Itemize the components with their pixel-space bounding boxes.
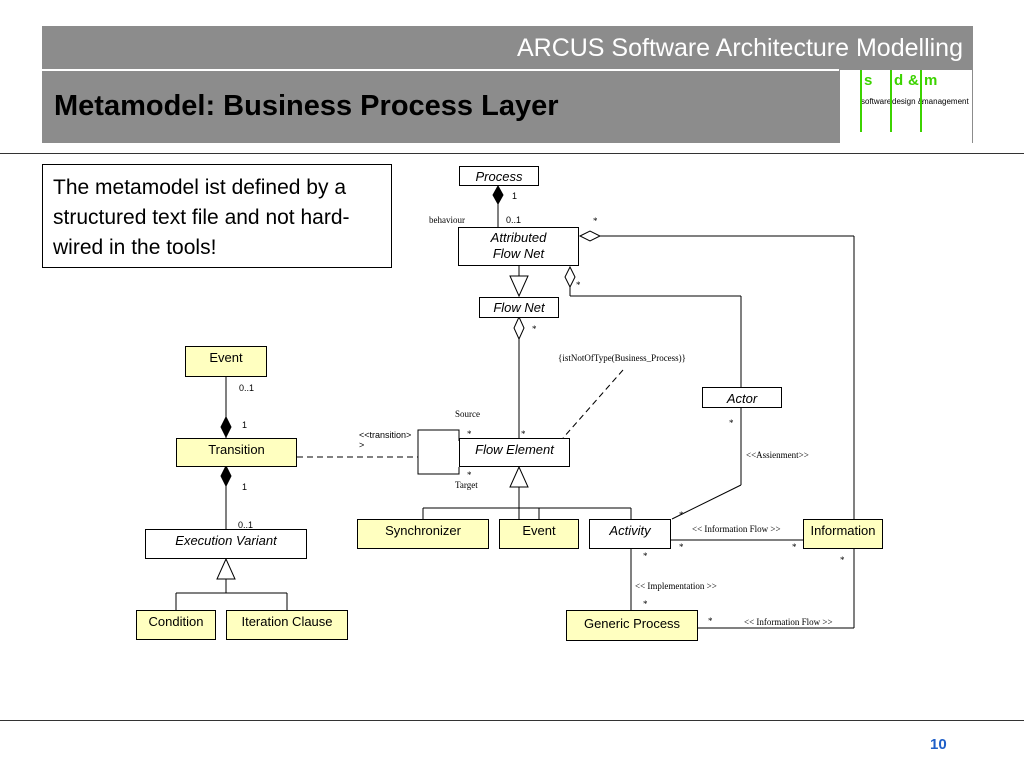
information-flow-label-1: << Information Flow >> [692, 524, 781, 534]
event-top-box: Event [185, 346, 267, 377]
logo-bar [920, 70, 922, 132]
generic-process-label: Generic Process [583, 616, 681, 631]
assignment-label: <<Assienment>> [746, 450, 809, 460]
constraint-line [562, 369, 624, 439]
execution-variant-label: Execution Variant [175, 533, 277, 548]
header-subtitle: ARCUS Software Architecture Modelling [516, 34, 963, 62]
execution-variant-box: Execution Variant [145, 529, 307, 559]
process-label: Process [475, 169, 523, 184]
connector [671, 484, 742, 520]
logo-letter-m: m [924, 72, 938, 89]
logo-sub-management: management [922, 97, 969, 106]
inheritance-triangle [509, 275, 529, 298]
inheritance-triangle [509, 465, 529, 488]
aggregation-diamond [513, 315, 525, 341]
synchronizer-box: Synchronizer [357, 519, 489, 549]
event-bottom-box: Event [499, 519, 579, 549]
constraint-label: {istNotOfType(Business_Process)} [558, 353, 686, 363]
logo-letter-amp: & [908, 72, 919, 89]
flow-net-label: Flow Net [493, 300, 545, 315]
transition-label: Transition [208, 442, 265, 457]
execution-variant-multiplicity: 0..1 [238, 520, 254, 530]
connector [417, 429, 460, 475]
actor-box: Actor [702, 387, 782, 408]
bottom-rule [0, 720, 1024, 721]
synchronizer-label: Synchronizer [385, 523, 461, 538]
information-flow-label-2: << Information Flow >> [744, 617, 833, 627]
actor-star: * [729, 418, 734, 428]
attributed-flow-net-label-1: Attributed [490, 230, 547, 245]
generic-process-star-right: * [708, 616, 713, 626]
source-role: Source [455, 409, 480, 419]
generic-process-star-top: * [643, 599, 648, 609]
iteration-clause-label: Iteration Clause [241, 614, 333, 629]
aggregation-diamond [578, 230, 602, 242]
event-top-label: Event [209, 350, 243, 365]
page-number: 10 [930, 736, 947, 753]
activity-star-left: * [643, 551, 648, 561]
note-box: The metamodel ist defined by a structure… [42, 164, 392, 268]
page-title: Metamodel: Business Process Layer [54, 90, 559, 122]
flow-element-label: Flow Element [475, 442, 554, 457]
transition-stereotype-2: > [359, 440, 365, 450]
flow-element-box: Flow Element [459, 438, 570, 467]
logo-bar [860, 70, 862, 132]
logo-letter-s: s [864, 72, 873, 89]
top-rule [0, 153, 1024, 154]
header-divider [42, 69, 839, 71]
information-star-left: * [792, 542, 797, 552]
event-multiplicity: 0..1 [239, 383, 255, 393]
information-box: Information [803, 519, 883, 549]
attributed-flow-net-box: Attributed Flow Net [458, 227, 579, 266]
logo-letter-d: d [894, 72, 904, 89]
composition-diamond [220, 415, 232, 439]
source-star-2: * [521, 429, 526, 439]
inheritance-triangle [216, 557, 236, 580]
target-star: * [467, 470, 472, 480]
flownet-star: * [532, 324, 537, 334]
activity-star-top: * [679, 510, 684, 520]
iteration-clause-box: Iteration Clause [226, 610, 348, 640]
target-role: Target [455, 480, 478, 490]
activity-label: Activity [609, 523, 651, 538]
activity-box: Activity [589, 519, 671, 549]
attributed-flow-net-label-2: Flow Net [492, 246, 545, 261]
flow-net-box: Flow Net [479, 297, 559, 318]
logo: s d & m software design & management [840, 70, 972, 143]
transition-stereotype-1: <<transition> [359, 430, 412, 440]
afn-multiplicity: 0..1 [506, 215, 522, 225]
composition-diamond [492, 184, 504, 206]
logo-sub-design: design & [892, 97, 924, 106]
logo-sub-software: software [861, 97, 892, 106]
process-multiplicity: 1 [512, 191, 518, 201]
process-box: Process [459, 166, 539, 186]
condition-label: Condition [148, 614, 204, 629]
condition-box: Condition [136, 610, 216, 640]
actor-label: Actor [726, 391, 758, 406]
activity-star-right: * [679, 542, 684, 552]
source-star: * [467, 429, 472, 439]
event-bottom-label: Event [522, 523, 556, 538]
logo-bar [890, 70, 892, 132]
transition-top-multiplicity: 1 [242, 420, 248, 430]
generic-process-box: Generic Process [566, 610, 698, 641]
implementation-label: << Implementation >> [635, 581, 717, 591]
behaviour-role: behaviour [429, 215, 465, 225]
aggregation-diamond [564, 265, 576, 289]
information-label: Information [810, 523, 876, 538]
afn-star: * [593, 216, 598, 226]
transition-box: Transition [176, 438, 297, 467]
transition-bottom-multiplicity: 1 [242, 482, 248, 492]
afn-star-2: * [576, 280, 581, 290]
header-bar: ARCUS Software Architecture Modelling Me… [42, 26, 973, 143]
composition-diamond [220, 464, 232, 488]
information-star-right: * [840, 555, 845, 565]
